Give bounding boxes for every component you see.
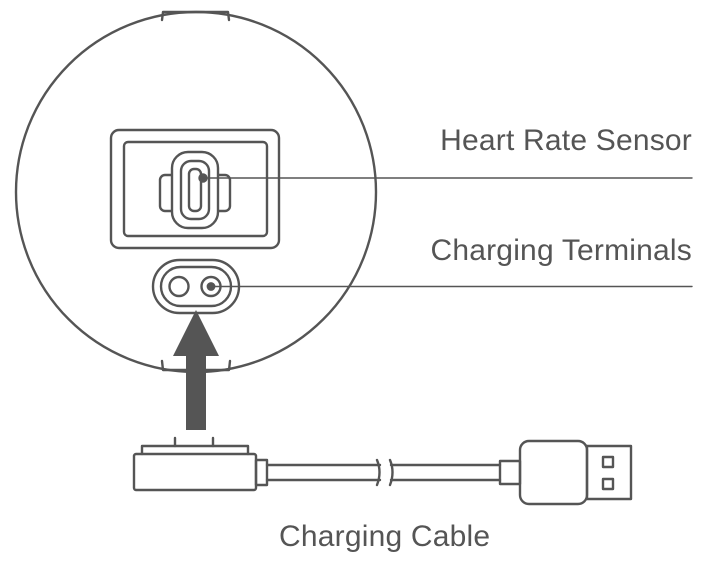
connector-body xyxy=(132,452,258,492)
cable-break xyxy=(375,458,394,487)
charging-cable-label: Charging Cable xyxy=(279,520,491,553)
charging-cable xyxy=(132,436,633,506)
charging-terminals-label: Charging Terminals xyxy=(430,234,692,267)
cable-wire-left xyxy=(265,463,382,482)
heart-rate-sensor-label: Heart Rate Sensor xyxy=(440,124,692,157)
usb-housing xyxy=(518,439,589,506)
usb-hole-top xyxy=(601,455,615,469)
usb-hole-bottom xyxy=(601,477,615,491)
strain-relief-left xyxy=(254,458,269,487)
heart-rate-sensor xyxy=(109,128,281,250)
sensor-oval-inner xyxy=(179,159,211,221)
sensor-window-inner xyxy=(122,140,269,238)
usb-metal-tip xyxy=(585,444,633,501)
top-strap-tab xyxy=(160,10,231,22)
sensor-window-outer xyxy=(109,128,281,250)
terminal-left xyxy=(168,275,190,298)
up-arrow-icon xyxy=(173,310,219,430)
sensor-oval-outer xyxy=(170,150,220,230)
usb-strain-relief xyxy=(498,459,522,486)
connector-top xyxy=(140,444,250,456)
sensor-oval-core xyxy=(187,167,203,213)
cable-wire-right xyxy=(389,463,502,482)
